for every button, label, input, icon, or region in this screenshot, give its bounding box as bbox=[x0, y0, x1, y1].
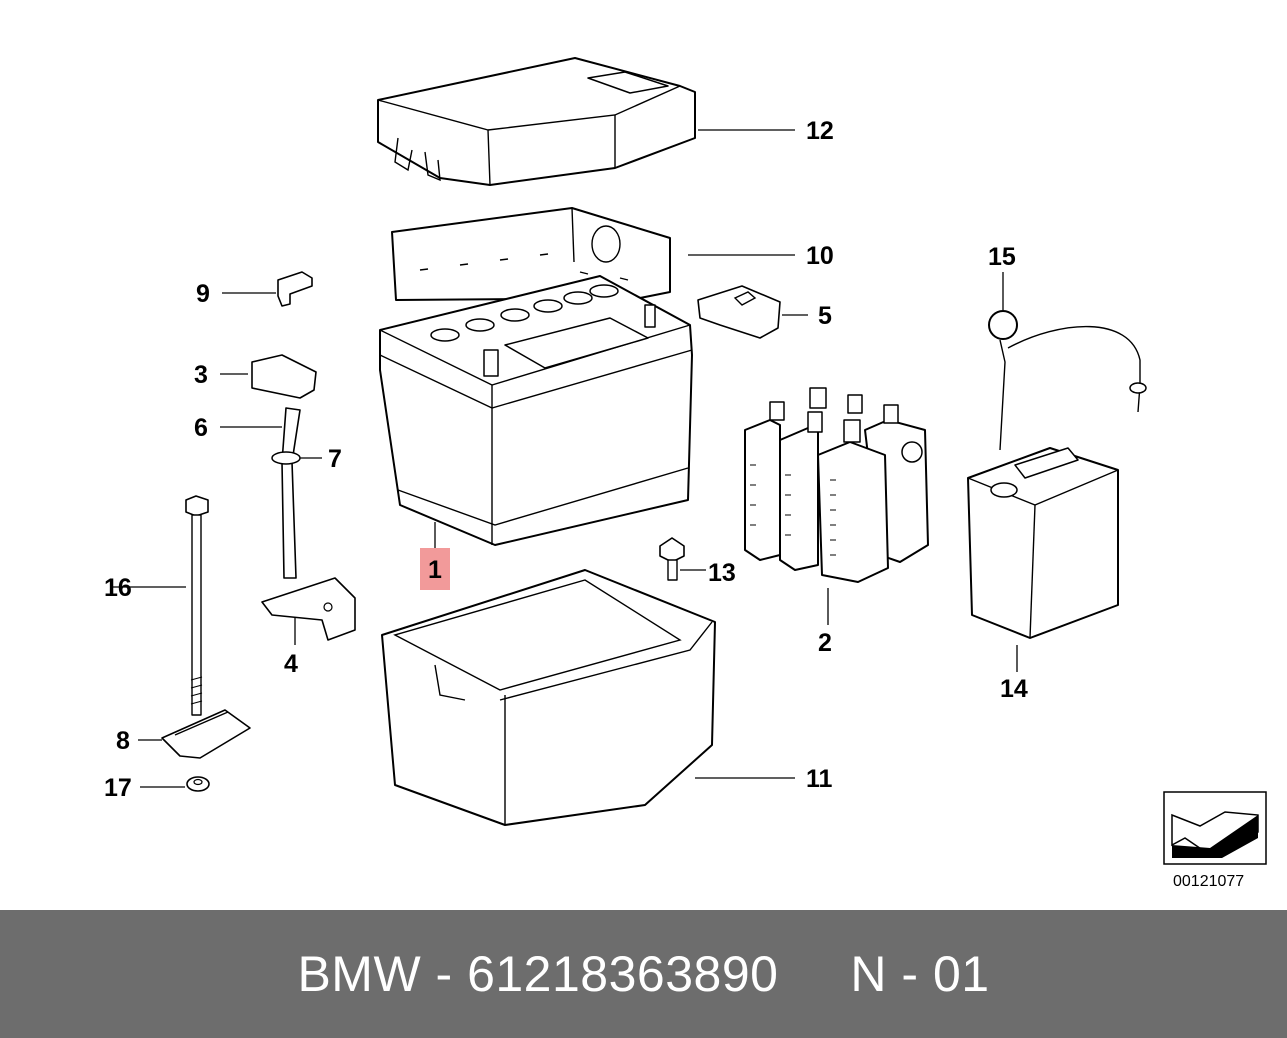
footer-part-number: BMW - 61218363890 N - 01 bbox=[297, 946, 990, 1002]
label-9: 9 bbox=[196, 280, 210, 308]
washer-part-17 bbox=[186, 776, 210, 792]
holding-bracket-part-10 bbox=[391, 207, 671, 301]
bolt-part-13 bbox=[659, 537, 685, 581]
label-3: 3 bbox=[194, 361, 208, 389]
label-8: 8 bbox=[116, 727, 130, 755]
label-2: 2 bbox=[818, 629, 832, 657]
label-7: 7 bbox=[328, 445, 342, 473]
long-bolt-part-16 bbox=[185, 495, 209, 716]
label-5: 5 bbox=[818, 302, 832, 330]
reference-code: 00121077 bbox=[1173, 873, 1244, 890]
label-10: 10 bbox=[806, 242, 834, 270]
label-16: 16 bbox=[104, 574, 132, 602]
canister-part-14 bbox=[967, 447, 1119, 639]
terminal-block-part-3 bbox=[251, 354, 317, 399]
label-12: 12 bbox=[806, 117, 834, 145]
vent-hose-part-6-7 bbox=[271, 407, 301, 579]
holder-part-4 bbox=[261, 577, 356, 641]
battery-cover-part-12 bbox=[377, 57, 696, 186]
label-13: 13 bbox=[708, 559, 736, 587]
highlight-box bbox=[420, 548, 450, 590]
label-15: 15 bbox=[988, 243, 1016, 271]
terminal-cover-part-5 bbox=[697, 285, 781, 339]
label-6: 6 bbox=[194, 414, 208, 442]
tester-part-15 bbox=[988, 310, 1147, 451]
leader-lines bbox=[112, 129, 1018, 788]
vent-elbow-part-9 bbox=[277, 271, 313, 307]
label-4: 4 bbox=[284, 650, 298, 678]
reference-arrow-box: 00121077 bbox=[1163, 791, 1267, 890]
fluid-bottles-part-2 bbox=[744, 387, 929, 583]
battery-part-1 bbox=[379, 275, 693, 546]
parts-diagram: 12 10 9 5 3 6 7 1 15 16 13 4 2 14 8 11 1… bbox=[104, 57, 1267, 890]
clamp-part-8 bbox=[161, 709, 251, 759]
label-14: 14 bbox=[1000, 675, 1028, 703]
label-17: 17 bbox=[104, 774, 132, 802]
label-11: 11 bbox=[806, 765, 833, 793]
battery-tray-part-11 bbox=[381, 569, 716, 826]
label-1: 1 bbox=[428, 556, 442, 584]
footer-bar: BMW - 61218363890 N - 01 bbox=[0, 910, 1287, 1038]
